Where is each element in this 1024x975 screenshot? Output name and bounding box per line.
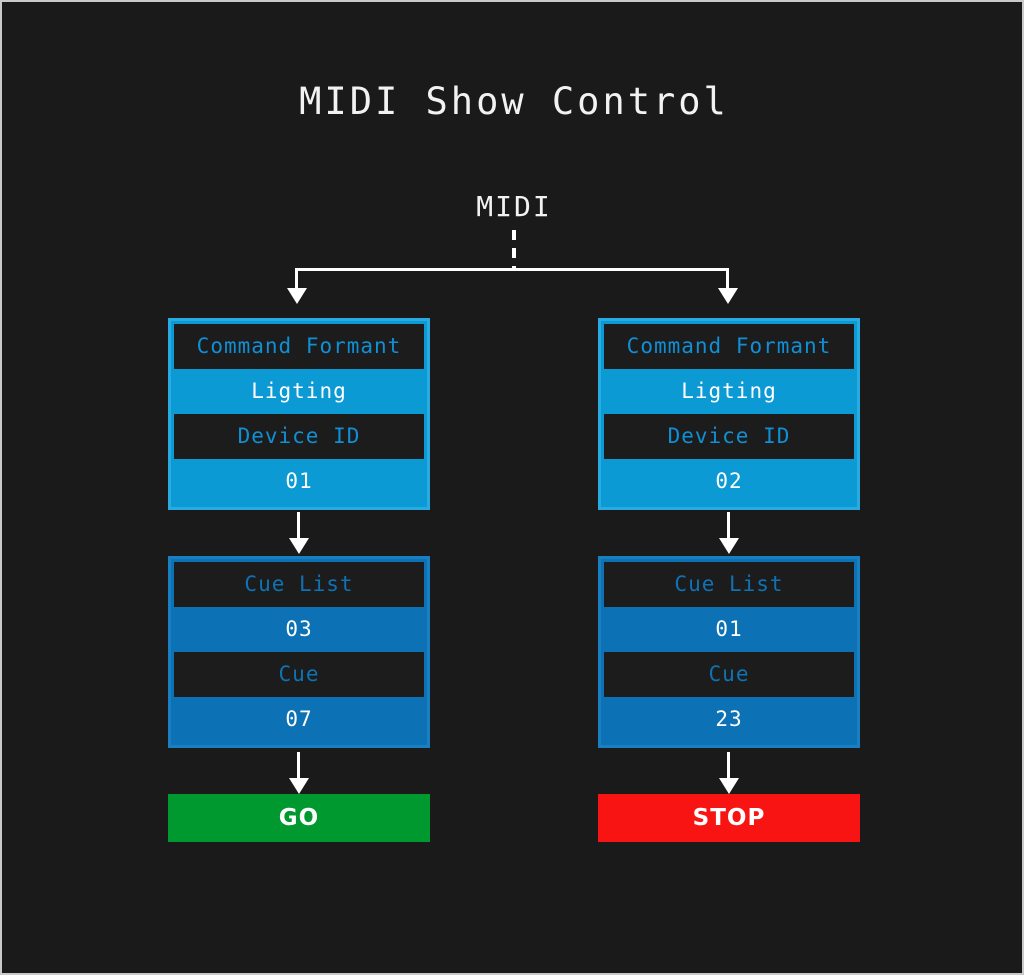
row-value-device-id: 02: [715, 469, 743, 493]
row-label-device-id: Device ID: [174, 414, 424, 459]
stop-button[interactable]: STOP: [598, 794, 860, 842]
row-value-command-format: Ligting: [681, 379, 777, 403]
right-command-format-block: Command Formant Ligting Device ID 02: [598, 318, 860, 510]
root-node-midi-label: MIDI: [476, 190, 552, 223]
arrow-head-to-left-branch: [287, 288, 307, 304]
row-value-cue: 07: [285, 707, 313, 731]
left-command-format-block: Command Formant Ligting Device ID 01: [168, 318, 430, 510]
row-label-command-format: Command Formant: [604, 324, 854, 369]
row-label-cue-list: Cue List: [174, 562, 424, 607]
row-label-cue: Cue: [174, 652, 424, 697]
right-arrow-head-block1-to-block2: [719, 538, 739, 554]
row-value-cue-list: 01: [715, 617, 743, 641]
row-label-cue-list: Cue List: [604, 562, 854, 607]
right-arrow-head-block2-to-action: [719, 778, 739, 794]
left-arrow-head-block1-to-block2: [289, 538, 309, 554]
left-connector-block2-to-action: [297, 752, 300, 782]
right-cue-block: Cue List 01 Cue 23: [598, 556, 860, 748]
row-value-command-format: Ligting: [251, 379, 347, 403]
branch-drop-right: [726, 268, 729, 290]
root-dashed-connector: [512, 230, 516, 268]
left-cue-block: Cue List 03 Cue 07: [168, 556, 430, 748]
arrow-head-to-right-branch: [718, 288, 738, 304]
branch-drop-left: [295, 268, 298, 290]
right-connector-block2-to-action: [727, 752, 730, 782]
row-value-cue: 23: [715, 707, 743, 731]
left-arrow-head-block2-to-action: [289, 778, 309, 794]
left-connector-block1-to-block2: [297, 512, 300, 542]
page-title: MIDI Show Control: [299, 80, 729, 123]
row-label-cue: Cue: [604, 652, 854, 697]
row-label-command-format: Command Formant: [174, 324, 424, 369]
branch-bus-line: [295, 268, 729, 271]
row-label-device-id: Device ID: [604, 414, 854, 459]
row-value-cue-list: 03: [285, 617, 313, 641]
right-connector-block1-to-block2: [727, 512, 730, 542]
row-value-device-id: 01: [285, 469, 313, 493]
go-button[interactable]: GO: [168, 794, 430, 842]
